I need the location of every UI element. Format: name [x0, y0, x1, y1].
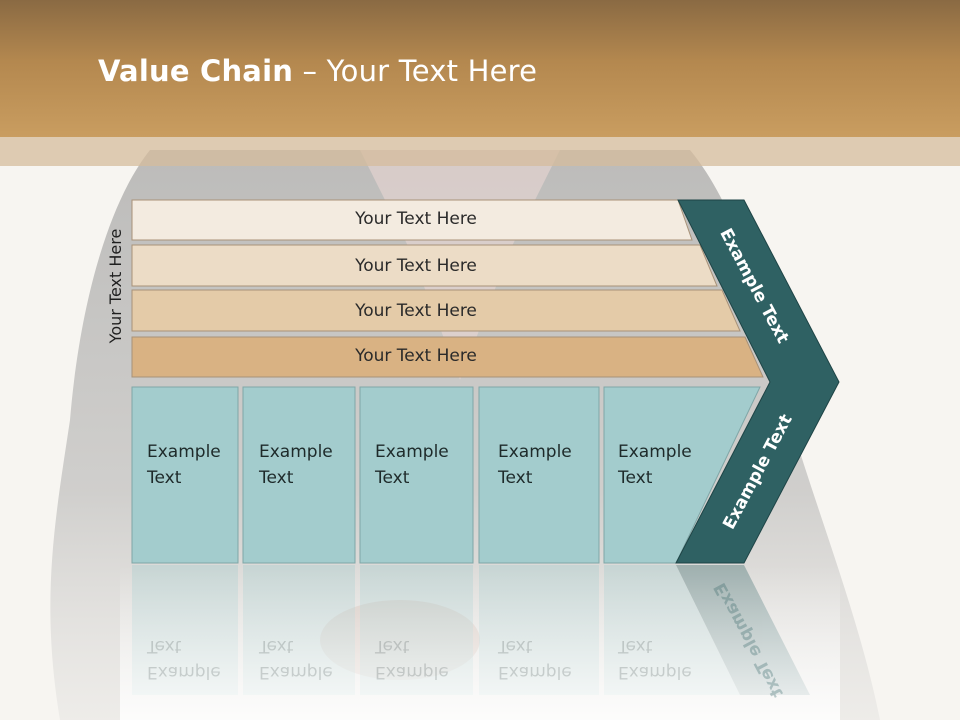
support-row-3	[131, 289, 741, 332]
reflection-label-5: Example Text	[618, 633, 692, 685]
primary-box-2	[242, 386, 356, 564]
primary-box-4-line2: Text	[498, 468, 533, 488]
primary-box-4	[478, 386, 600, 564]
primary-box-3-line2: Text	[375, 468, 410, 488]
support-row-4-label: Your Text Here	[355, 346, 477, 366]
reflection-label-4-line2: Text	[498, 636, 533, 656]
margin-chevron	[675, 199, 840, 564]
primary-box-1	[131, 386, 239, 564]
reflection-label-3-line2: Text	[375, 636, 410, 656]
support-row-2	[131, 244, 718, 287]
reflection-label-2-line1: Example	[259, 662, 333, 682]
reflection-label-4: Example Text	[498, 633, 572, 685]
primary-box-1-line1: Example	[147, 442, 221, 462]
support-row-1	[131, 199, 693, 241]
title-bar-band	[0, 137, 960, 166]
reflection-label-4-line1: Example	[498, 662, 572, 682]
support-row-2-label: Your Text Here	[355, 256, 477, 276]
primary-box-3	[359, 386, 474, 564]
primary-box-5-line2: Text	[618, 468, 653, 488]
primary-box-1-line2: Text	[147, 468, 182, 488]
reflection-label-5-line1: Example	[618, 662, 692, 682]
reflection-label-1: Example Text	[147, 633, 221, 685]
reflection-label-5-line2: Text	[618, 636, 653, 656]
support-row-4	[131, 336, 764, 378]
primary-box-2-line1: Example	[259, 442, 333, 462]
reflection-label-3-line1: Example	[375, 662, 449, 682]
primary-box-4-line1: Example	[498, 442, 572, 462]
reflection-label-3: Example Text	[375, 633, 449, 685]
reflection-label-2-line2: Text	[259, 636, 294, 656]
primary-box-2-line2: Text	[259, 468, 294, 488]
support-row-1-label: Your Text Here	[355, 209, 477, 229]
slide-title-bold: Value Chain	[98, 54, 294, 88]
primary-box-3-line1: Example	[375, 442, 449, 462]
slide-title-rest: – Your Text Here	[293, 54, 538, 88]
slide-title: Value Chain – Your Text Here	[98, 54, 537, 88]
reflection-label-1-line2: Text	[147, 636, 182, 656]
title-bar	[0, 0, 960, 137]
primary-box-5-line1: Example	[618, 442, 692, 462]
reflection-label-2: Example Text	[259, 633, 333, 685]
support-row-3-label: Your Text Here	[355, 301, 477, 321]
reflection-label-1-line1: Example	[147, 662, 221, 682]
